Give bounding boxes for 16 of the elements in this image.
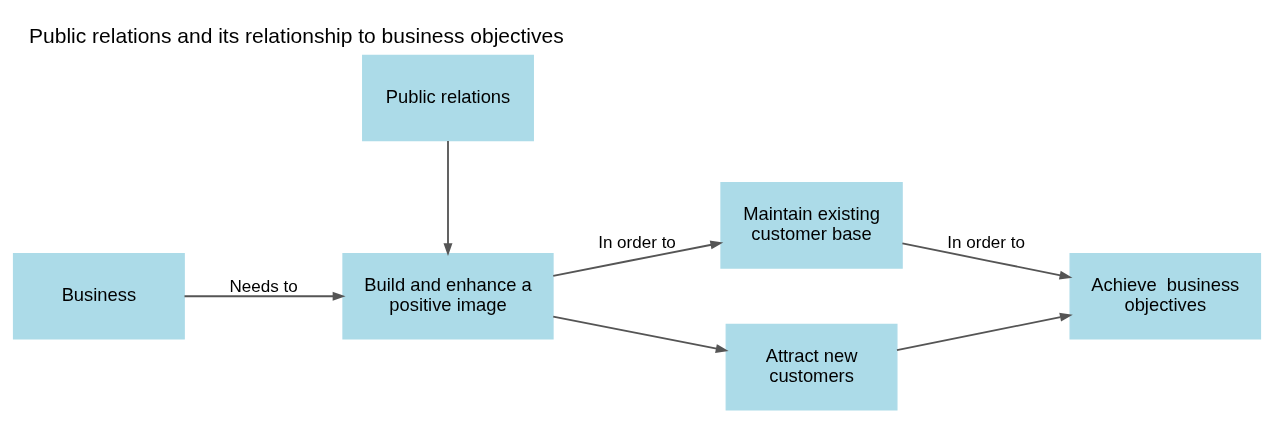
node-box: Achieve business objectives — [1069, 252, 1262, 340]
node-box: Maintain existing customer base — [720, 182, 903, 269]
arrow — [896, 312, 1073, 352]
edge-label: Needs to — [229, 276, 298, 296]
arrow — [552, 240, 724, 277]
diagram-title: Public relations and its relationship to business objectives — [29, 24, 564, 48]
node-box: Business — [12, 252, 185, 340]
arrow — [183, 291, 346, 301]
arrow — [443, 140, 453, 257]
node-box: Attract new customers — [725, 323, 898, 411]
node-box: Public relations — [362, 54, 534, 142]
edge-label: In order to — [947, 233, 1025, 253]
edge-label: In order to — [598, 233, 676, 253]
arrow — [901, 242, 1073, 280]
arrow — [552, 315, 729, 353]
node-box: Build and enhance a positive image — [342, 252, 554, 340]
